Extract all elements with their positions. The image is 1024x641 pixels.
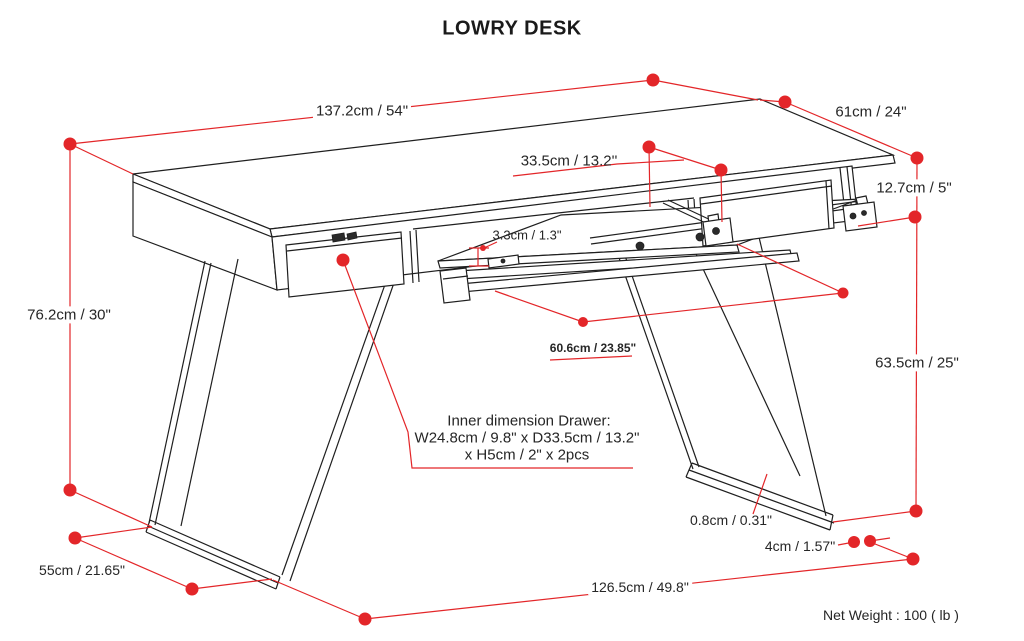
dim-apron-height: 12.7cm / 5" (873, 179, 955, 197)
diagram-title: LOWRY DESK (442, 17, 582, 40)
desk-top-slab (132, 98, 896, 238)
dim-base-depth: 55cm / 21.65" (36, 561, 128, 579)
right-drawer-front (699, 179, 835, 247)
dim-leg-thickness: 0.8cm / 0.31" (689, 511, 773, 528)
dim-leg-bar-width: 4cm / 1.57" (764, 537, 836, 554)
tray-slide-hardware (439, 195, 878, 304)
dim-tray-width: 60.6cm / 23.85" (549, 341, 637, 356)
dim-tray-depth: 33.5cm / 13.2'' (520, 152, 618, 170)
drawer-note-line2: W24.8cm / 9.8" x D33.5cm / 13.2" (414, 429, 640, 447)
dim-top-width: 137.2cm / 54" (312, 102, 412, 120)
dim-top-depth: 61cm / 24" (835, 103, 907, 121)
drawer-note-line1: Inner dimension Drawer: (447, 412, 611, 430)
left-leg (145, 258, 397, 590)
dim-leg-height: 63.5cm / 25" (872, 354, 962, 372)
dim-base-width: 126.5cm / 49.8" (588, 578, 692, 596)
dimension-endpoint-dots (63, 73, 924, 626)
dim-overall-height: 76.2cm / 30" (24, 306, 114, 324)
dim-tray-lip-height: 3.3cm / 1.3" (492, 227, 562, 243)
drawer-note-line3: x H5cm / 2" x 2pcs (464, 446, 590, 464)
right-leg (616, 232, 835, 531)
net-weight-text: Net Weight : 100 ( lb ) (823, 606, 959, 623)
